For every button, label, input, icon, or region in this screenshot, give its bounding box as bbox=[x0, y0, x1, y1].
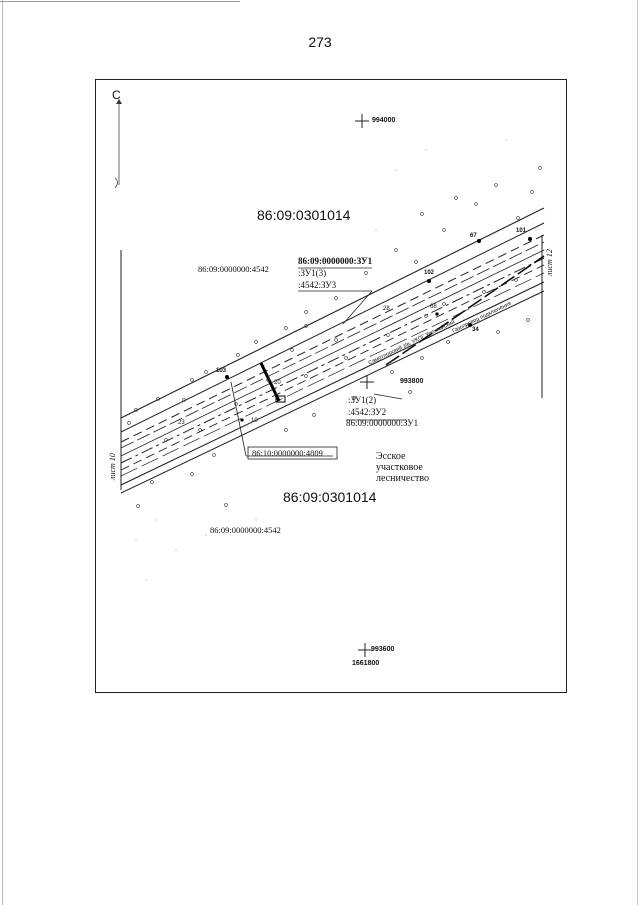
pipeline-dashed-1 bbox=[120, 234, 545, 443]
corridor-boundary-1 bbox=[120, 207, 545, 419]
sheet-ref-right: лист 12 bbox=[545, 249, 554, 276]
grid-coord-middle: 993800 bbox=[400, 378, 424, 385]
grid-coord-bottom-x: 1661800 bbox=[352, 660, 380, 667]
point-label-23: 23 bbox=[178, 420, 185, 426]
callout-top-line2: :ЗУ1(3) bbox=[298, 268, 327, 278]
grid-coord-top: 994000 bbox=[372, 117, 396, 124]
survey-point-103 bbox=[225, 375, 229, 379]
map-frame: С 994000 993800 993600 1661800 86:09:030… bbox=[95, 79, 567, 693]
sheet-ref-left: лист 10 bbox=[108, 453, 117, 480]
callout-left-box bbox=[247, 446, 338, 460]
page-edge-right bbox=[637, 0, 638, 905]
north-arrow-label: С bbox=[112, 88, 121, 102]
grid-cross-bottom bbox=[358, 643, 372, 657]
grid-cross-middle bbox=[360, 375, 374, 389]
page-number: 273 bbox=[308, 34, 332, 50]
corridor-boundary-4 bbox=[120, 281, 545, 486]
point-label-67: 67 bbox=[470, 233, 477, 239]
transverse-marker bbox=[275, 395, 286, 403]
pipeline-dashed-4 bbox=[120, 264, 545, 471]
callout-top-line1: 86:09:0000000:ЗУ1 bbox=[298, 256, 373, 266]
point-label-101: 101 bbox=[516, 228, 527, 234]
survey-point-67 bbox=[477, 239, 481, 243]
point-label-102: 102 bbox=[424, 270, 435, 276]
parcel-label-left-top: 86:09:0000000:4542 bbox=[198, 264, 269, 274]
page-edge-left bbox=[2, 0, 3, 905]
transverse-segment bbox=[259, 362, 281, 402]
grid-coord-bottom-y: 993600 bbox=[371, 646, 395, 653]
pipeline-dashed-5 bbox=[120, 272, 545, 477]
pipeline-heavy bbox=[385, 255, 545, 366]
callout-leader-top bbox=[342, 290, 373, 325]
survey-point-10 bbox=[240, 418, 244, 422]
north-arrow-tail bbox=[114, 177, 118, 189]
point-label-34: 34 bbox=[472, 327, 479, 333]
point-label-28: 28 bbox=[383, 306, 390, 312]
corridor-edge-3 bbox=[120, 249, 545, 457]
callout-leader-middle bbox=[373, 393, 403, 400]
callout-top-line3: :4542:ЗУ3 bbox=[298, 280, 337, 290]
pipeline-dashed-2 bbox=[120, 241, 545, 449]
forestry-line1: Эсское bbox=[376, 451, 406, 462]
corridor-boundary-5 bbox=[120, 290, 545, 494]
point-label-103: 103 bbox=[216, 368, 227, 374]
parcel-label-main-bottom: 86:09:0301014 bbox=[283, 489, 377, 505]
point-label-20: 20 bbox=[274, 380, 281, 386]
page-edge-top bbox=[0, 1, 240, 2]
survey-point-34 bbox=[468, 323, 472, 327]
callout-middle-line3: 86:09:0000000:ЗУ1 bbox=[346, 418, 419, 428]
forestry-line2: участковое bbox=[376, 462, 423, 473]
survey-point-102 bbox=[427, 279, 431, 283]
parcel-label-main-top: 86:09:0301014 bbox=[257, 207, 351, 223]
callout-middle-line2: :4542:ЗУ2 bbox=[348, 407, 387, 417]
corridor-boundary-2 bbox=[120, 222, 545, 433]
point-label-10: 10 bbox=[251, 418, 258, 424]
map-drawing bbox=[114, 99, 545, 657]
speckle-dots bbox=[135, 139, 537, 581]
callout-middle-line1: :ЗУ1(2) bbox=[348, 395, 377, 405]
pipeline-dashed-3 bbox=[120, 257, 545, 464]
callout-left-label: 86:10:0000000:4809 bbox=[252, 448, 323, 458]
north-arrow-icon bbox=[116, 99, 122, 104]
callout-leader-left bbox=[230, 381, 247, 457]
grid-cross-top bbox=[355, 114, 369, 128]
forest-symbols bbox=[127, 166, 542, 508]
parcel-label-left-bottom: 86:09:0000000:4542 bbox=[210, 525, 281, 535]
survey-point-101 bbox=[528, 237, 532, 241]
point-label-68: 68 bbox=[430, 304, 437, 310]
survey-point-68 bbox=[435, 312, 439, 316]
forestry-line3: лесничество bbox=[376, 473, 429, 484]
